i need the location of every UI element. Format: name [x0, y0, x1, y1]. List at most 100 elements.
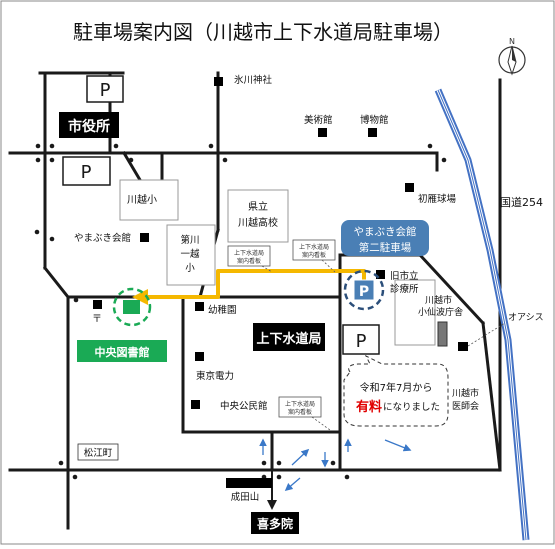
sign-board-3-line1: 上下水道局	[285, 400, 315, 408]
sign-board-3-line2: 案内看板	[288, 408, 312, 416]
daiichi-elementary-label-3: 小	[185, 263, 195, 274]
kawagoe-high-block	[227, 189, 289, 243]
black-square-marker-icon	[195, 352, 204, 361]
black-square-marker-icon	[458, 342, 468, 351]
medical-association-label-2: 医師会	[452, 400, 479, 412]
traffic-signal-icon	[330, 460, 336, 466]
daiichi-elementary-label-2: 一越	[180, 248, 200, 260]
black-square-marker-icon	[226, 478, 272, 488]
parking-p-icon: P	[81, 162, 92, 183]
matsuecho: 松江町	[77, 443, 119, 461]
traffic-signal-icon	[222, 157, 228, 163]
oasis-label: オアシス	[508, 312, 544, 323]
page-title: 駐車場案内図（川越市上下水道局駐車場）	[73, 20, 453, 44]
parking-p-icon: P	[359, 284, 369, 300]
compass-north-icon: N	[498, 37, 526, 76]
post-office-icon: 〒	[92, 314, 102, 325]
notice-emphasis: 有料	[356, 399, 382, 415]
traffic-signal-icon	[441, 157, 447, 163]
tokyo-electric-label: 東京電力	[196, 370, 234, 382]
kawagoe-high-label-2: 川越高校	[238, 216, 278, 229]
railway-line	[434, 88, 530, 541]
route254-label: 国道254	[500, 195, 543, 209]
traffic-signal-icon	[49, 157, 55, 163]
sign-board-1: 上下水道局 案内看板	[227, 245, 271, 267]
kosenba-office-block	[394, 279, 436, 346]
black-square-marker-icon	[140, 233, 149, 242]
sign-board-1-line2: 案内看板	[237, 257, 261, 265]
traffic-signal-icon	[58, 460, 64, 466]
city-hall-label: 市役所	[68, 118, 110, 135]
sign-board-2-line2: 案内看板	[302, 251, 326, 259]
notice-callout: 令和7年7月から 有料 になりました	[343, 354, 449, 427]
hikawa-shrine-label: 氷川神社	[234, 74, 273, 86]
compass-letter: N	[509, 37, 515, 46]
traffic-signal-icon	[72, 474, 78, 480]
hatsukari-ballpark-label: 初雁球場	[418, 193, 457, 205]
art-museum-label: 美術館	[304, 114, 333, 126]
kosenba-label-1: 川越市	[425, 294, 452, 306]
traffic-flow-arrows	[259, 438, 412, 492]
matsuecho-label: 松江町	[84, 447, 113, 459]
parking-p-icon: P	[356, 331, 367, 352]
water-bureau: 上下水道局	[253, 323, 325, 351]
kosenba-label-2: 小仙波庁舎	[418, 306, 463, 318]
traffic-signal-icon	[344, 474, 350, 480]
central-kominkan-label: 中央公民館	[220, 400, 268, 412]
traffic-signals	[34, 143, 447, 480]
sign-board-3: 上下水道局 案内看板	[278, 396, 322, 418]
traffic-signal-icon	[261, 460, 267, 466]
traffic-signal-icon	[49, 236, 55, 242]
notice-suffix: になりました	[383, 402, 440, 413]
parking-lot-3: P	[342, 324, 380, 355]
old-clinic-label-1: 旧市立	[390, 270, 419, 282]
traffic-signal-icon	[128, 157, 134, 163]
notice-line1: 令和7年7月から	[360, 381, 433, 394]
city-hall: 市役所	[59, 112, 119, 138]
kawagoe-elementary-block	[119, 179, 179, 221]
traffic-signal-icon	[73, 297, 79, 303]
oasis-pointer	[467, 322, 506, 347]
traffic-signal-icon	[113, 143, 119, 149]
daiichi-elementary-label-1: 第川	[180, 234, 199, 246]
old-clinic-label-2: 診療所	[390, 283, 419, 295]
parking-lot-1: P	[86, 75, 124, 103]
history-museum-label: 博物館	[360, 114, 389, 126]
black-square-marker-icon	[318, 128, 327, 137]
water-bureau-label: 上下水道局	[256, 331, 321, 347]
black-square-marker-icon	[368, 128, 377, 137]
route-line	[145, 269, 366, 299]
yamabuki-parking-label-1: やまぶき会館	[354, 225, 417, 238]
route-arrow-head	[132, 289, 148, 305]
traffic-signal-icon	[276, 460, 282, 466]
black-square-marker-icon	[93, 300, 102, 309]
daiichi-elementary-block	[166, 224, 216, 286]
black-square-marker-icon	[195, 302, 204, 311]
traffic-signal-icon	[427, 143, 433, 149]
traffic-signal-icon	[49, 143, 55, 149]
sign-board-2-line1: 上下水道局	[299, 243, 329, 251]
sign-pointers	[261, 259, 336, 431]
traffic-signal-icon	[276, 474, 282, 480]
parking-p-icon: P	[100, 80, 111, 101]
traffic-signal-icon	[208, 143, 214, 149]
narita-label: 成田山	[231, 491, 260, 503]
kitain: 喜多院	[251, 512, 299, 534]
kawagoe-elementary-label: 川越小	[127, 193, 157, 206]
kosenba-building	[437, 321, 448, 347]
sign-board-1-line1: 上下水道局	[234, 249, 264, 257]
black-square-marker-icon	[405, 183, 414, 192]
youchien-label: 幼稚園	[208, 304, 237, 316]
central-library-label: 中央図書館	[95, 345, 150, 359]
traffic-signal-icon	[34, 229, 40, 235]
central-library: 中央図書館	[77, 287, 167, 362]
yamabuki-parking-label-2: 第二駐車場	[359, 241, 412, 254]
traffic-signal-icon	[35, 143, 41, 149]
yamabuki-parking-2: やまぶき会館 第二駐車場 P	[341, 220, 429, 311]
kawagoe-high-label-1: 県立	[248, 200, 268, 213]
landmark-markers	[93, 77, 468, 488]
yamabuki-hall-label: やまぶき会館	[74, 232, 131, 244]
black-square-marker-icon	[191, 400, 200, 409]
black-square-marker-icon	[214, 77, 223, 86]
kitain-label: 喜多院	[257, 516, 293, 531]
